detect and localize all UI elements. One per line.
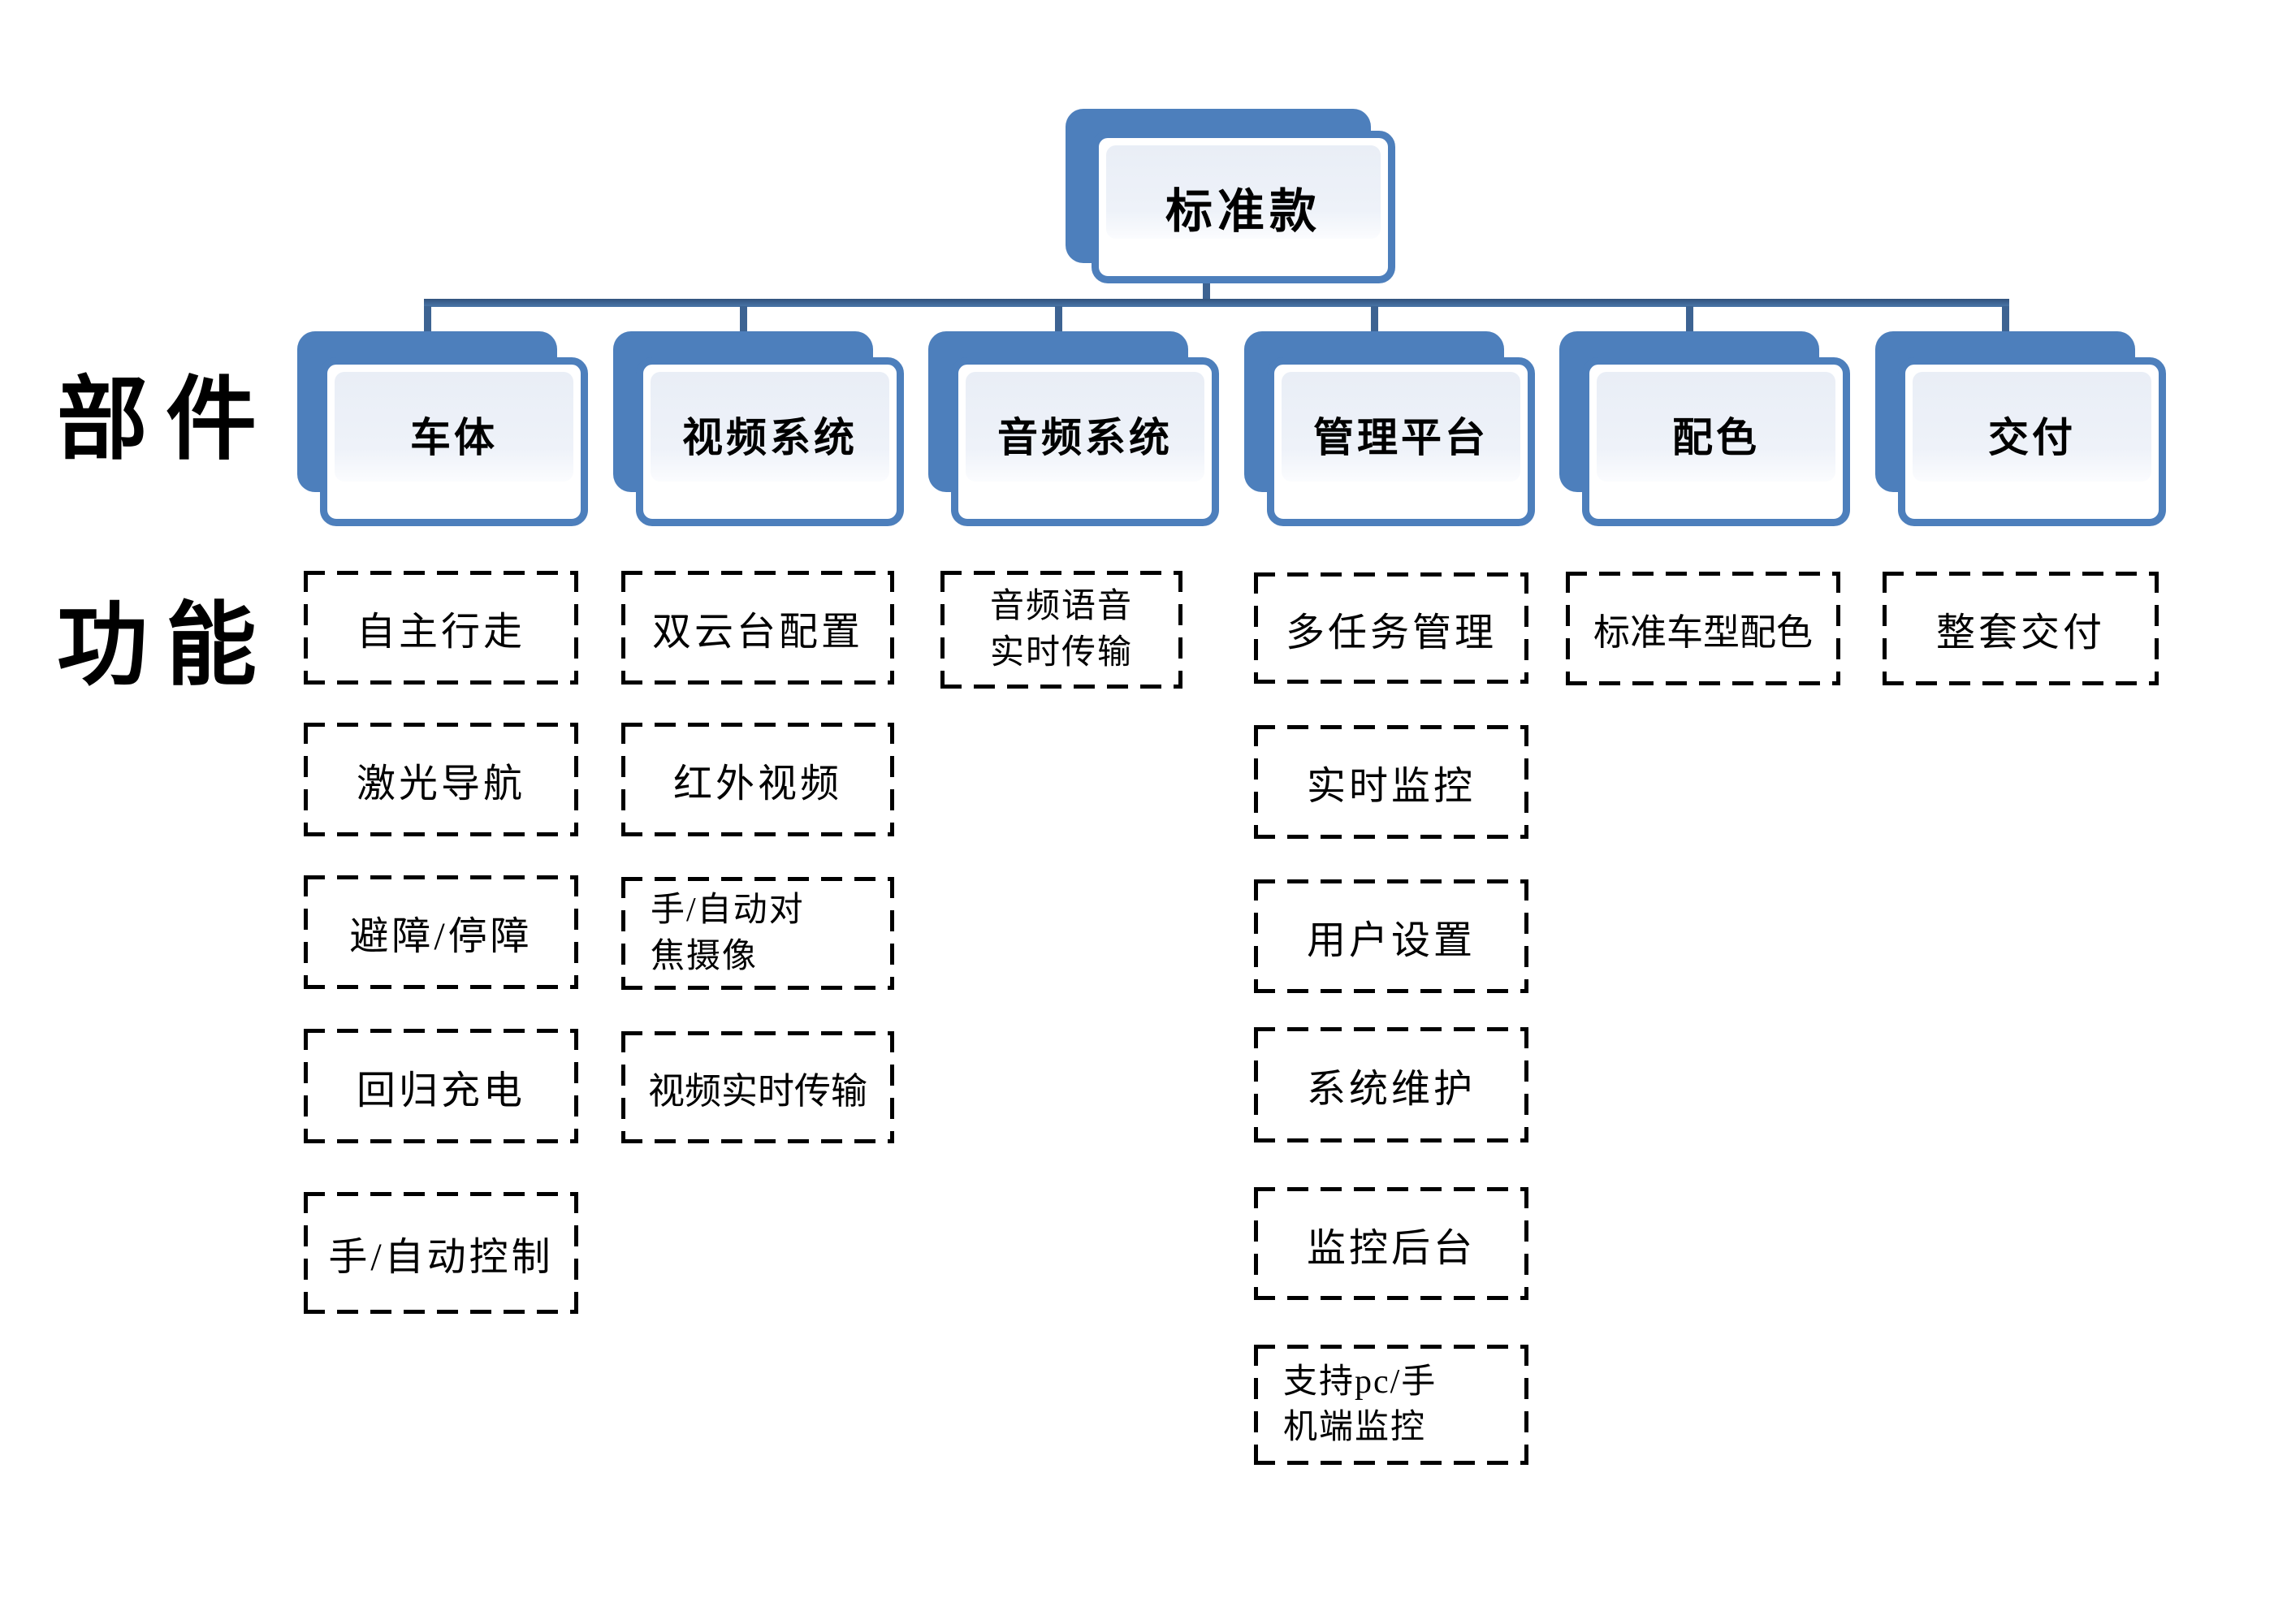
connector-stub: [740, 306, 747, 333]
row-label-functions: 功能: [57, 596, 275, 697]
function-box-multi-task-management: 多任务管理: [1254, 572, 1528, 684]
card-inner-panel: [1913, 372, 2151, 482]
function-box-system-maintenance: 系统维护: [1254, 1027, 1528, 1142]
part-node-label: 管理平台: [1313, 415, 1489, 460]
part-node-label: 车体: [410, 415, 498, 460]
connector-stub: [1055, 306, 1062, 333]
function-box-pc-mobile-monitoring: 支持pc/手 机端监控: [1254, 1345, 1528, 1465]
card-inner-panel: [651, 372, 889, 482]
function-box-manual-auto-control: 手/自动控制: [304, 1192, 578, 1314]
function-box-return-charging: 回归充电: [304, 1029, 578, 1143]
function-box-dual-gimbal-config: 双云台配置: [621, 571, 894, 685]
card-face: 音频系统: [951, 357, 1219, 526]
root-node-label: 标准款: [1165, 185, 1321, 238]
part-node-label: 音频系统: [997, 415, 1173, 460]
function-box-infrared-video: 红外视频: [621, 723, 894, 836]
card-face: 车体: [320, 357, 588, 526]
card-inner-panel: [1282, 372, 1520, 482]
function-box-realtime-monitoring: 实时监控: [1254, 725, 1528, 839]
connector-root-stub: [1203, 283, 1210, 300]
part-node-label: 配色: [1672, 415, 1760, 460]
connector-hbar: [424, 299, 2009, 307]
function-box-full-set-delivery: 整套交付: [1883, 572, 2159, 685]
part-node-label: 交付: [1988, 415, 2076, 460]
card-inner-panel: [1106, 145, 1381, 239]
card-inner-panel: [966, 372, 1204, 482]
card-face: 配色: [1582, 357, 1850, 526]
function-box-standard-vehicle-colors: 标准车型配色: [1566, 572, 1840, 685]
connector-stub: [424, 306, 431, 333]
function-box-realtime-audio-voice-transmission: 音频语音 实时传输: [940, 571, 1182, 689]
connector-stub: [1371, 306, 1378, 333]
connector-stub: [2002, 306, 2009, 333]
function-box-realtime-video-transmission: 视频实时传输: [621, 1031, 894, 1143]
card-inner-panel: [335, 372, 573, 482]
part-node-label: 视频系统: [682, 415, 858, 460]
function-box-autonomous-walking: 自主行走: [304, 571, 578, 685]
card-face: 标准款: [1092, 131, 1395, 283]
connector-stub: [1686, 306, 1693, 333]
card-face: 交付: [1898, 357, 2166, 526]
card-face: 视频系统: [636, 357, 904, 526]
card-face: 管理平台: [1267, 357, 1535, 526]
card-inner-panel: [1597, 372, 1835, 482]
function-box-manual-auto-focus-camera: 手/自动对 焦摄像: [621, 877, 894, 990]
function-box-laser-navigation: 激光导航: [304, 723, 578, 836]
row-label-parts: 部件: [57, 370, 275, 471]
function-box-obstacle-avoidance: 避障/停障: [304, 875, 578, 989]
function-box-user-settings: 用户设置: [1254, 879, 1528, 993]
function-box-monitoring-backend: 监控后台: [1254, 1187, 1528, 1300]
